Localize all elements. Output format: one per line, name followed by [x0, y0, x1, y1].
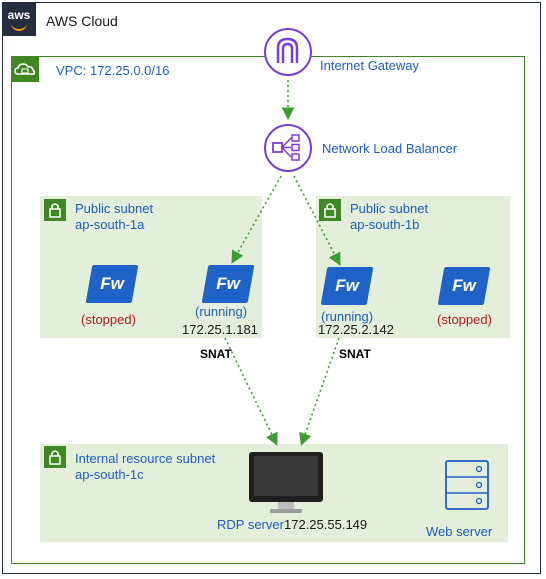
- web-server-label: Web server: [426, 524, 493, 539]
- subnet-1c-name: Internal resource subnet: [75, 451, 216, 466]
- firewall-1a-stopped-status: (stopped): [81, 312, 136, 327]
- arrow-fw-1b-to-rdp: [299, 337, 340, 447]
- firewall-1b-running-status: (running): [321, 309, 374, 324]
- vpc-cloud-lock-icon: [11, 56, 39, 82]
- subnet-1b-az: ap-south-1b: [350, 217, 420, 232]
- arrow-nlb-to-fw-1b: [293, 175, 341, 266]
- rdp-server-monitor-icon: [248, 451, 324, 520]
- network-load-balancer-icon: [264, 124, 312, 172]
- aws-cloud-frame: [2, 2, 541, 574]
- firewall-1b-ip: 172.25.2.142: [318, 322, 394, 337]
- aws-cloud-title: AWS Cloud: [46, 13, 118, 29]
- firewall-1b-running-icon: Fw: [320, 267, 374, 305]
- subnet-1a-label: Public subnet ap-south-1a: [75, 201, 153, 233]
- firewall-1a-running-icon: Fw: [201, 265, 255, 303]
- subnet-1a-lock-icon: [44, 199, 66, 221]
- arrow-nlb-to-fw-1a: [231, 175, 282, 264]
- snat-label-left: SNAT: [200, 347, 232, 361]
- subnet-1c-az: ap-south-1c: [75, 467, 144, 482]
- firewall-1b-stopped-icon: Fw: [437, 267, 491, 305]
- subnet-1b-label: Public subnet ap-south-1b: [350, 201, 428, 233]
- web-server-icon: [444, 459, 490, 516]
- firewall-1a-running-status: (running): [195, 304, 248, 319]
- subnet-1a-name: Public subnet: [75, 201, 154, 216]
- rdp-server-label: RDP server: [217, 517, 284, 532]
- firewall-1a-stopped-icon: Fw: [85, 265, 139, 303]
- internet-gateway-label: Internet Gateway: [320, 58, 419, 73]
- vpc-title: VPC: 172.25.0.0/16: [56, 63, 170, 78]
- snat-label-right: SNAT: [339, 347, 371, 361]
- firewall-1b-stopped-status: (stopped): [437, 312, 492, 327]
- network-load-balancer-label: Network Load Balancer: [322, 141, 458, 156]
- arrow-fw-1a-to-rdp: [224, 337, 278, 446]
- firewall-badge-text: Fw: [100, 274, 124, 293]
- rdp-server-ip: 172.25.55.149: [284, 517, 368, 532]
- firewall-badge-text: Fw: [452, 276, 476, 295]
- firewall-badge-text: Fw: [216, 274, 240, 293]
- aws-logo-icon: aws: [2, 2, 36, 36]
- firewall-badge-text: Fw: [335, 276, 359, 295]
- subnet-1a-az: ap-south-1a: [75, 217, 145, 232]
- internet-gateway-icon: [264, 28, 312, 76]
- aws-logo-text: aws: [7, 8, 31, 22]
- subnet-1b-lock-icon: [319, 199, 341, 221]
- subnet-1b-name: Public subnet: [350, 201, 429, 216]
- firewall-1a-ip: 172.25.1.181: [182, 322, 258, 337]
- subnet-1c-lock-icon: [44, 446, 66, 468]
- subnet-1c-label: Internal resource subnet ap-south-1c: [75, 451, 215, 483]
